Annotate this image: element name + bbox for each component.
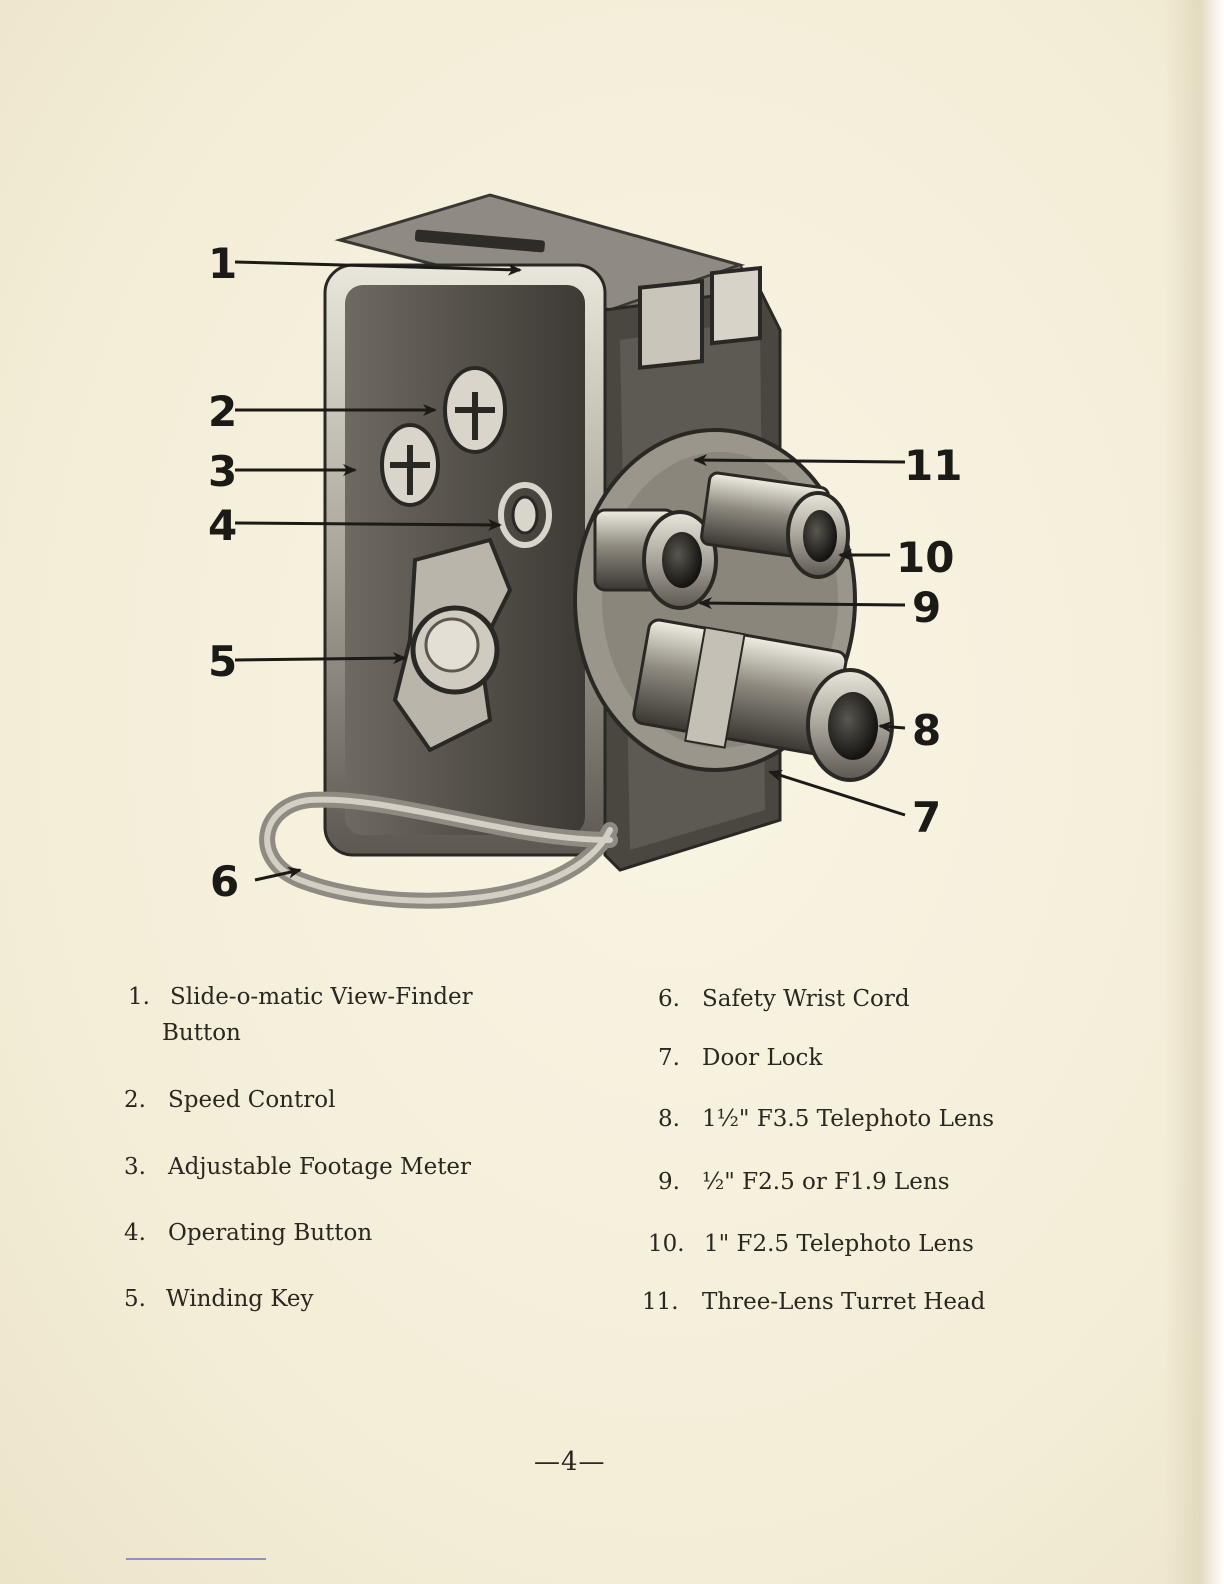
caption-item: 5.Winding Key	[124, 1284, 314, 1314]
caption-text: Door Lock	[702, 1043, 822, 1073]
caption-continuation: Button	[162, 1018, 241, 1048]
caption-number: 8.	[658, 1104, 702, 1134]
caption-number: 3.	[124, 1152, 168, 1182]
caption-item: 6.Safety Wrist Cord	[658, 984, 910, 1014]
caption-item: 4.Operating Button	[124, 1218, 372, 1248]
caption-number: 5.	[124, 1284, 166, 1314]
caption-text: Winding Key	[166, 1284, 314, 1314]
page-edge-shadow	[1164, 0, 1224, 1584]
caption-text: ½" F2.5 or F1.9 Lens	[702, 1167, 950, 1197]
caption-text: Safety Wrist Cord	[702, 984, 910, 1014]
caption-item: 9.½" F2.5 or F1.9 Lens	[658, 1167, 950, 1197]
caption-item: 7.Door Lock	[658, 1043, 822, 1073]
caption-number: 4.	[124, 1218, 168, 1248]
caption-text: Speed Control	[168, 1085, 335, 1115]
callout-11: 11	[904, 441, 962, 490]
callout-5: 5	[208, 637, 237, 686]
camera-illustration: 1 2 3 4 5 6 7 8 9 10 11	[190, 180, 970, 920]
caption-number: 10.	[648, 1229, 704, 1259]
caption-number: 7.	[658, 1043, 702, 1073]
caption-text: Three-Lens Turret Head	[702, 1287, 985, 1317]
callout-1: 1	[208, 239, 237, 288]
caption-text: 1" F2.5 Telephoto Lens	[704, 1229, 974, 1259]
callout-8: 8	[912, 706, 941, 755]
caption-text: Operating Button	[168, 1218, 372, 1248]
caption-text: Slide-o-matic View-Finder	[170, 982, 473, 1012]
callout-9: 9	[912, 583, 941, 632]
callout-4: 4	[208, 501, 237, 550]
caption-item: 1.Slide-o-matic View-Finder	[128, 982, 473, 1012]
camera-figure: 1 2 3 4 5 6 7 8 9 10 11	[190, 180, 970, 920]
caption-item: 8.1½" F3.5 Telephoto Lens	[658, 1104, 994, 1134]
caption-number: 1.	[128, 982, 170, 1012]
callout-3: 3	[208, 447, 237, 496]
caption-item: 10.1" F2.5 Telephoto Lens	[648, 1229, 974, 1259]
caption-text: 1½" F3.5 Telephoto Lens	[702, 1104, 994, 1134]
callout-6: 6	[210, 857, 239, 906]
caption-item: 11.Three-Lens Turret Head	[642, 1287, 985, 1317]
caption-number: 11.	[642, 1287, 702, 1317]
caption-text: Adjustable Footage Meter	[168, 1152, 471, 1182]
caption-number: 9.	[658, 1167, 702, 1197]
page-number: —4—	[534, 1447, 606, 1477]
callout-2: 2	[208, 387, 237, 436]
caption-number: 6.	[658, 984, 702, 1014]
footer-rule	[126, 1558, 266, 1560]
callout-10: 10	[896, 533, 954, 582]
caption-item: 3.Adjustable Footage Meter	[124, 1152, 471, 1182]
callout-7: 7	[912, 793, 941, 842]
caption-number: 2.	[124, 1085, 168, 1115]
caption-item: 2.Speed Control	[124, 1085, 335, 1115]
